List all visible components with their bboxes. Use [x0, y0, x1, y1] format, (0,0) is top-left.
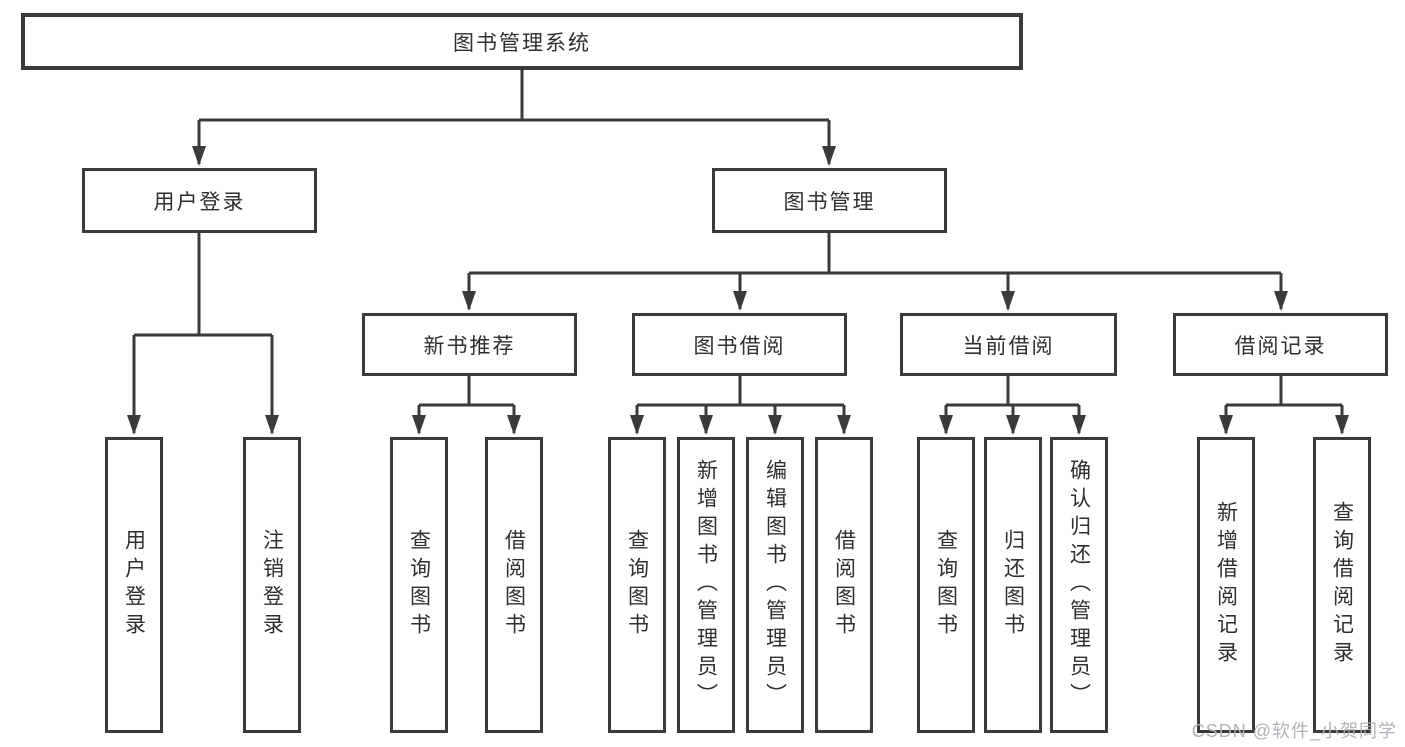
node-borrow-books-recommend: 借阅图书	[485, 437, 543, 733]
node-label: 当前借阅	[962, 334, 1055, 358]
node-add-books-admin: 新增图书（管理员）	[677, 437, 735, 733]
node-label: 图书管理	[783, 190, 876, 214]
node-label: 图书借阅	[693, 334, 786, 358]
node-label: 查询图书	[407, 529, 431, 641]
node-label: 借阅记录	[1234, 334, 1327, 358]
node-label: 用户登录	[122, 529, 146, 641]
node-query-books-current: 查询图书	[917, 437, 975, 733]
node-query-borrow-record: 查询借阅记录	[1313, 437, 1371, 733]
node-user-login: 用户登录	[82, 168, 317, 233]
node-library-management-system: 图书管理系统	[21, 13, 1023, 70]
node-borrow-books: 借阅图书	[815, 437, 873, 733]
node-label: 归还图书	[1001, 529, 1025, 641]
node-label: 查询借阅记录	[1330, 501, 1354, 669]
node-label: 编辑图书（管理员）	[763, 459, 787, 711]
node-book-borrow: 图书借阅	[632, 313, 847, 376]
csdn-watermark: CSDN @软件_小贺同学	[1191, 721, 1397, 741]
node-edit-books-admin: 编辑图书（管理员）	[746, 437, 804, 733]
node-label: 查询图书	[625, 529, 649, 641]
node-current-borrow: 当前借阅	[900, 313, 1117, 376]
node-label: 查询图书	[934, 529, 958, 641]
node-logout: 注销登录	[243, 437, 301, 733]
node-return-books: 归还图书	[984, 437, 1042, 733]
node-query-books-borrow: 查询图书	[608, 437, 666, 733]
node-label: 图书管理系统	[453, 31, 591, 55]
node-label: 新增借阅记录	[1214, 501, 1238, 669]
node-label: 注销登录	[260, 529, 284, 641]
node-query-books-recommend: 查询图书	[390, 437, 448, 733]
node-label: 借阅图书	[502, 529, 526, 641]
node-add-borrow-record: 新增借阅记录	[1197, 437, 1255, 733]
node-label: 用户登录	[153, 190, 246, 214]
node-label: 新书推荐	[423, 334, 516, 358]
node-new-book-recommend: 新书推荐	[362, 313, 577, 376]
node-borrow-records: 借阅记录	[1173, 313, 1388, 376]
node-label: 借阅图书	[832, 529, 856, 641]
node-label: 确认归还（管理员）	[1067, 459, 1091, 711]
node-user-login-action: 用户登录	[105, 437, 163, 733]
node-label: 新增图书（管理员）	[694, 459, 718, 711]
connector-trunk-path	[134, 70, 1342, 407]
node-confirm-return-admin: 确认归还（管理员）	[1050, 437, 1108, 733]
node-book-management: 图书管理	[712, 168, 947, 233]
